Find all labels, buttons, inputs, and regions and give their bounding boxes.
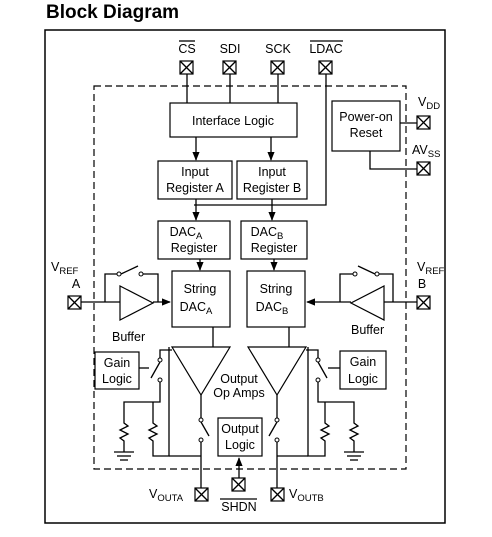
- pin-sck-terminal: [270, 60, 285, 75]
- string-dac-a-label-2: DACA: [180, 300, 213, 317]
- dac-register-a-label-1: DACA: [170, 225, 203, 242]
- pin-vdd-label: VDD: [418, 95, 440, 112]
- interface-logic-block: [169, 102, 298, 138]
- pin-vref-b-terminal: [416, 295, 431, 310]
- pin-voutb-terminal: [270, 487, 285, 502]
- pin-voutb-label: VOUTB: [289, 487, 324, 504]
- pin-vdd-terminal: [416, 115, 431, 130]
- output-logic-label-2: Logic: [225, 438, 255, 452]
- input-register-b-label-2: Register B: [243, 181, 301, 195]
- buffer-b-amplifier: [349, 285, 385, 321]
- pin-vref-a-channel: A: [72, 277, 81, 291]
- power-on-reset-label-2: Reset: [350, 126, 383, 140]
- pin-vref-a-terminal: [67, 295, 82, 310]
- output-logic-block: [217, 417, 263, 457]
- pin-cs-terminal: [179, 60, 194, 75]
- pin-vref-b-label: VREF: [417, 260, 445, 277]
- string-dac-a-label-1: String: [184, 282, 217, 296]
- pin-vref-a-label: VREF: [51, 260, 79, 277]
- gain-logic-b-label-2: Logic: [348, 372, 378, 386]
- dac-register-a-label-2: Register: [171, 241, 218, 255]
- pin-sdi-label: SDI: [220, 42, 241, 56]
- pin-ldac-label: LDAC: [309, 42, 342, 56]
- input-register-b-label-1: Input: [258, 165, 286, 179]
- pin-avss-label: AVSS: [412, 143, 440, 160]
- pin-vouta-terminal: [194, 487, 209, 502]
- gain-logic-a-label-2: Logic: [102, 372, 132, 386]
- gain-logic-b-label-1: Gain: [350, 355, 376, 369]
- input-register-a-label-1: Input: [181, 165, 209, 179]
- chip-boundary: [93, 85, 407, 470]
- pin-sdi-terminal: [222, 60, 237, 75]
- resistor-a1: [118, 420, 130, 446]
- pin-vouta-label: VOUTA: [149, 487, 184, 504]
- ground-a-symbol: [114, 446, 134, 461]
- pin-cs-label: CS: [178, 42, 195, 56]
- resistor-b2: [348, 420, 360, 446]
- gain-logic-a-label-1: Gain: [104, 356, 130, 370]
- string-dac-b-label-2: DACB: [256, 300, 289, 317]
- ground-b-symbol: [344, 446, 364, 461]
- resistor-b1: [319, 420, 331, 446]
- op-amp-b: [246, 346, 308, 397]
- power-on-reset-block: [331, 100, 401, 152]
- string-dac-a-block: [171, 270, 231, 328]
- gain-logic-b-block: [339, 350, 387, 390]
- string-dac-b-label-1: String: [260, 282, 293, 296]
- input-register-b-block: [236, 160, 308, 200]
- pin-shdn-terminal: [231, 477, 246, 492]
- page-title: Block Diagram: [46, 2, 180, 23]
- buffer-a-label: Buffer: [112, 330, 145, 344]
- op-amps-label-1: Output: [220, 372, 258, 386]
- dac-register-b-label-1: DACB: [251, 225, 284, 242]
- dac-register-b-label-2: Register: [251, 241, 298, 255]
- dac-register-a-block: [157, 220, 231, 260]
- pin-avss-terminal: [416, 161, 431, 176]
- resistor-a2: [147, 420, 159, 446]
- pin-vref-b-channel: B: [418, 277, 426, 291]
- pin-sck-label: SCK: [265, 42, 291, 56]
- outer-frame: [44, 29, 446, 524]
- output-logic-label-1: Output: [221, 422, 259, 436]
- pin-ldac-terminal: [318, 60, 333, 75]
- op-amp-a: [170, 346, 232, 397]
- dac-register-b-block: [240, 220, 308, 260]
- input-register-a-block: [157, 160, 233, 200]
- buffer-a-amplifier: [119, 285, 155, 321]
- string-dac-b-block: [246, 270, 306, 328]
- pin-shdn-label: SHDN: [221, 500, 256, 514]
- interface-logic-label: Interface Logic: [192, 114, 274, 128]
- power-on-reset-label-1: Power-on: [339, 110, 393, 124]
- gain-logic-a-block: [94, 351, 140, 390]
- input-register-a-label-2: Register A: [166, 181, 224, 195]
- buffer-b-label: Buffer: [351, 323, 384, 337]
- op-amps-label-2: Op Amps: [213, 386, 264, 400]
